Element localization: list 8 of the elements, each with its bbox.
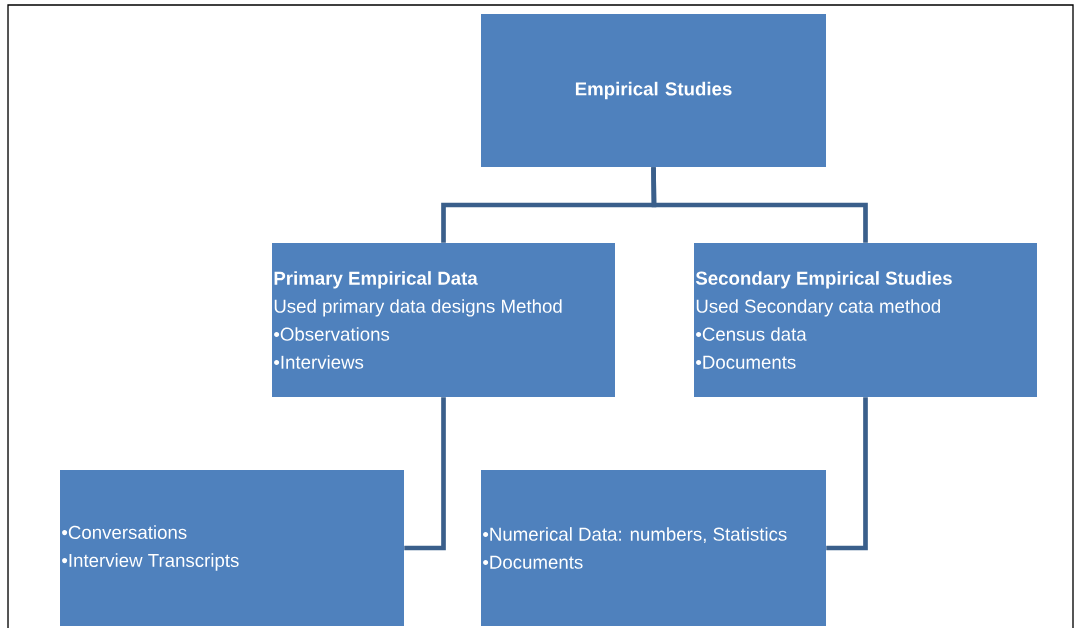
process-box: Secondary Empirical Studies Used Secondary cata method •Census data •Documents (694, 243, 1037, 397)
connector (651, 167, 868, 243)
connector (826, 397, 868, 551)
process-box: Primary Empirical Data Used primary data designs Method •Observations •Interviews (272, 243, 615, 397)
process-box: •Numerical Data: numbers, Statistics •Documents (481, 470, 826, 626)
process-box: Empirical Studies (481, 14, 826, 167)
process-box: •Conversations •Interview Transcripts (60, 470, 404, 626)
connector (404, 397, 446, 551)
